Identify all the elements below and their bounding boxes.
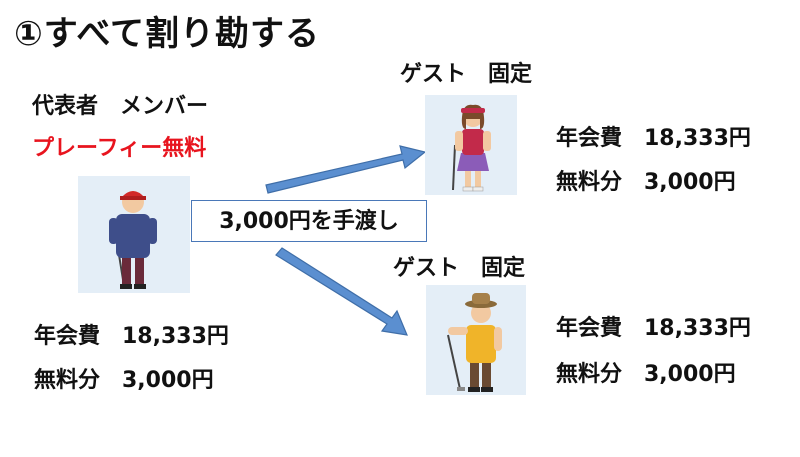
male-golfer-icon [109,191,157,289]
guest1-annual-fee: 年会費 18,333円 [556,126,751,151]
transfer-callout: 3,000円を手渡し [191,200,427,242]
arrow-to-guest2 [275,247,408,336]
guest2-free-share: 無料分 3,000円 [556,362,736,387]
guest1-golfer-illustration [425,95,517,195]
member-golfer-illustration [78,176,190,293]
arrow-to-guest1 [265,145,427,194]
guest2-annual-fee: 年会費 18,333円 [556,316,751,341]
page-title: ①すべて割り勘する [14,14,321,54]
guest1-role-label: ゲスト 固定 [400,62,533,87]
member-fee-note: プレーフィー無料 [32,136,207,161]
guest1-free-share: 無料分 3,000円 [556,170,736,195]
male-golfer-hat-icon [447,293,502,392]
guest2-role-label: ゲスト 固定 [393,256,526,281]
female-golfer-icon [452,104,491,192]
guest2-golfer-illustration [426,285,526,395]
member-annual-fee: 年会費 18,333円 [34,324,229,349]
member-role-label: 代表者 メンバー [32,94,209,119]
member-free-share: 無料分 3,000円 [34,368,214,393]
